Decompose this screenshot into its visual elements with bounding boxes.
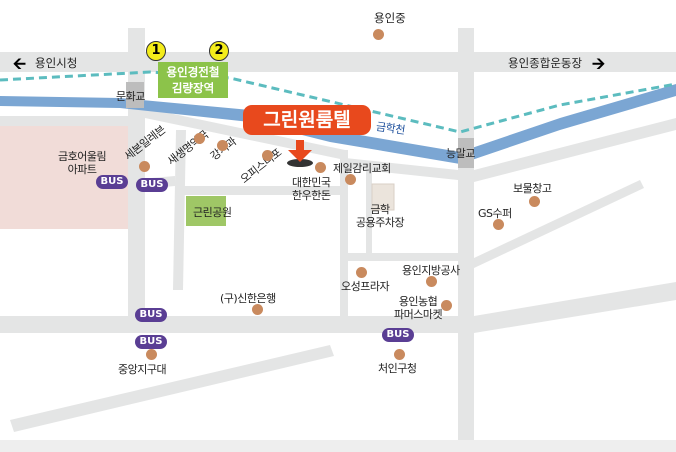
poi-dot: [356, 267, 367, 278]
hotel-arrow-icon: [288, 140, 312, 162]
exit-2-badge: 2: [209, 41, 229, 61]
poi-dot: [529, 196, 540, 207]
poi-bomul: 보물창고: [513, 182, 552, 195]
direction-right: 용인종합운동장: [508, 56, 583, 70]
poi-dot: [139, 161, 150, 172]
exit-1-badge: 1: [146, 41, 166, 61]
poi-dot: [373, 29, 384, 40]
bus-stop-badge: BUS: [382, 328, 414, 342]
station-line2: 김량장역: [171, 81, 215, 95]
poi-gs-super: GS수퍼: [478, 207, 512, 220]
poi-dot: [426, 276, 437, 287]
poi-cheoin: 처인구청: [378, 362, 417, 375]
poi-park: 근린공원: [193, 206, 232, 219]
poi-osung: 오성프라자: [341, 280, 390, 293]
bus-stop-badge: BUS: [135, 335, 167, 349]
park-area: [186, 196, 226, 226]
poi-corp: 용인지방공사: [402, 264, 460, 277]
poi-dot: [441, 300, 452, 311]
bridge-neungmal-label: 능말교: [446, 147, 475, 160]
poi-dot: [345, 174, 356, 185]
poi-dot: [252, 304, 263, 315]
railway-line: [0, 70, 676, 134]
hotel-label: 그린원룸텔: [243, 105, 371, 135]
bridge-neungmal: [458, 138, 474, 168]
direction-left: 용인시청: [35, 56, 78, 70]
bus-stop-badge: BUS: [135, 308, 167, 322]
poi-dot: [262, 150, 273, 161]
direction-top: 용인중: [374, 11, 406, 25]
station-line1: 용인경전철: [166, 65, 220, 79]
parking-area: [371, 183, 395, 211]
hotel-location-marker: [287, 159, 313, 167]
bus-stop-badge: BUS: [96, 175, 128, 189]
bridge-munhwa-label: 문화교: [116, 90, 145, 103]
poi-dot: [315, 162, 326, 173]
poi-dot: [146, 349, 157, 360]
bus-stop-badge: BUS: [136, 178, 168, 192]
poi-jungang: 중앙지구대: [118, 363, 167, 376]
poi-dot: [194, 133, 205, 144]
arrow-left-icon: 🡨: [13, 54, 26, 73]
arrow-right-icon: 🡪: [592, 54, 605, 73]
poi-dot: [493, 219, 504, 230]
poi-dot: [394, 349, 405, 360]
poi-dot: [217, 140, 228, 151]
poi-church: 제일감리교회: [333, 162, 391, 175]
river: [0, 84, 676, 164]
roads: [0, 28, 676, 452]
bridge-munhwa: [126, 82, 144, 108]
poi-bank: (구)신한은행: [220, 292, 276, 305]
